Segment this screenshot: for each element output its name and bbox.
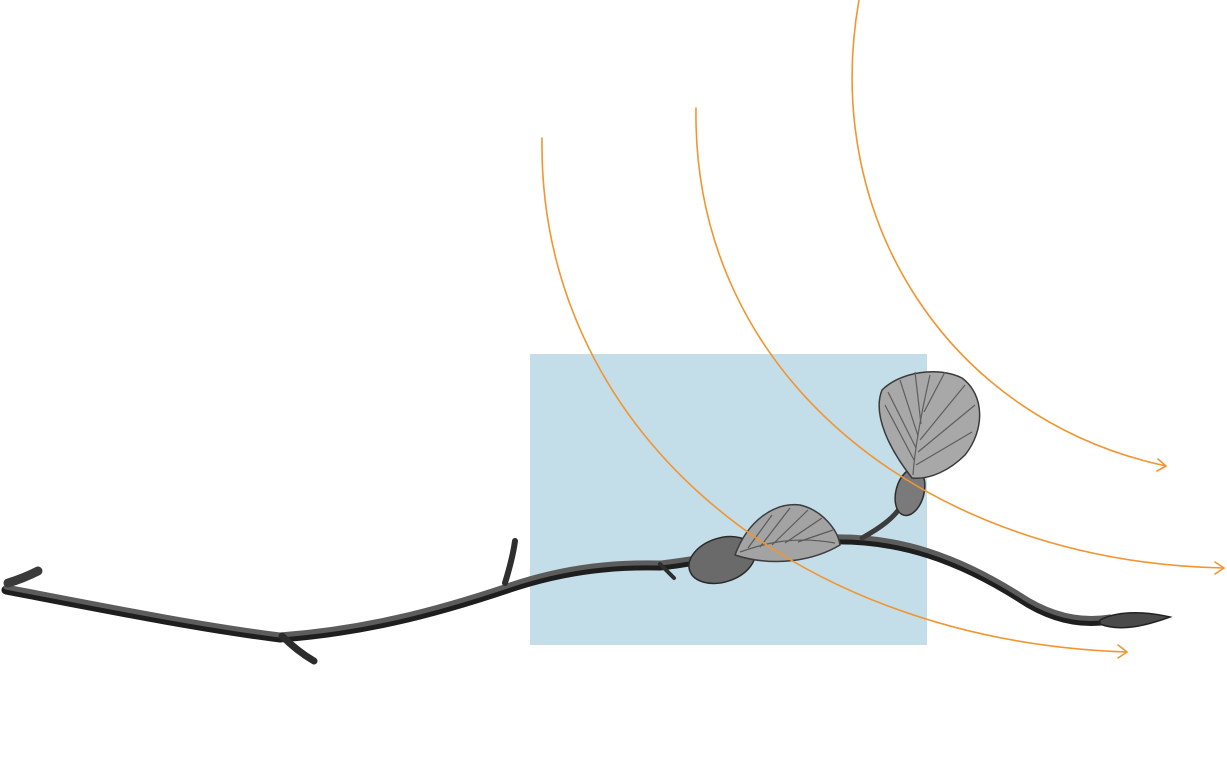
branch-lower-twig bbox=[278, 632, 318, 665]
branch-main-stem bbox=[3, 534, 1113, 638]
leaf-cluster-middle bbox=[688, 503, 841, 585]
arc-middle bbox=[695, 107, 1225, 569]
leaf-veins-upper bbox=[884, 371, 976, 476]
leaf-veins-middle bbox=[739, 507, 836, 553]
terminal-bud bbox=[1099, 611, 1173, 629]
branch-upright-twig bbox=[502, 538, 518, 586]
branch-node-stub bbox=[658, 562, 676, 580]
branch bbox=[1, 502, 1115, 665]
motion-arcs bbox=[541, 0, 1225, 659]
branch-main-stem-shadow bbox=[1, 535, 1115, 643]
leaf-cluster-upper bbox=[878, 371, 981, 517]
unfolding-leaf-middle bbox=[734, 503, 841, 563]
arc-inner-arrowhead bbox=[1117, 644, 1128, 659]
arc-outer bbox=[851, 0, 1167, 467]
branch-stub-left bbox=[3, 566, 43, 588]
arc-middle-arrowhead bbox=[1214, 561, 1225, 575]
arc-outer-arrowhead bbox=[1156, 458, 1167, 472]
arc-inner bbox=[541, 137, 1128, 653]
highlight-panel bbox=[530, 354, 927, 645]
